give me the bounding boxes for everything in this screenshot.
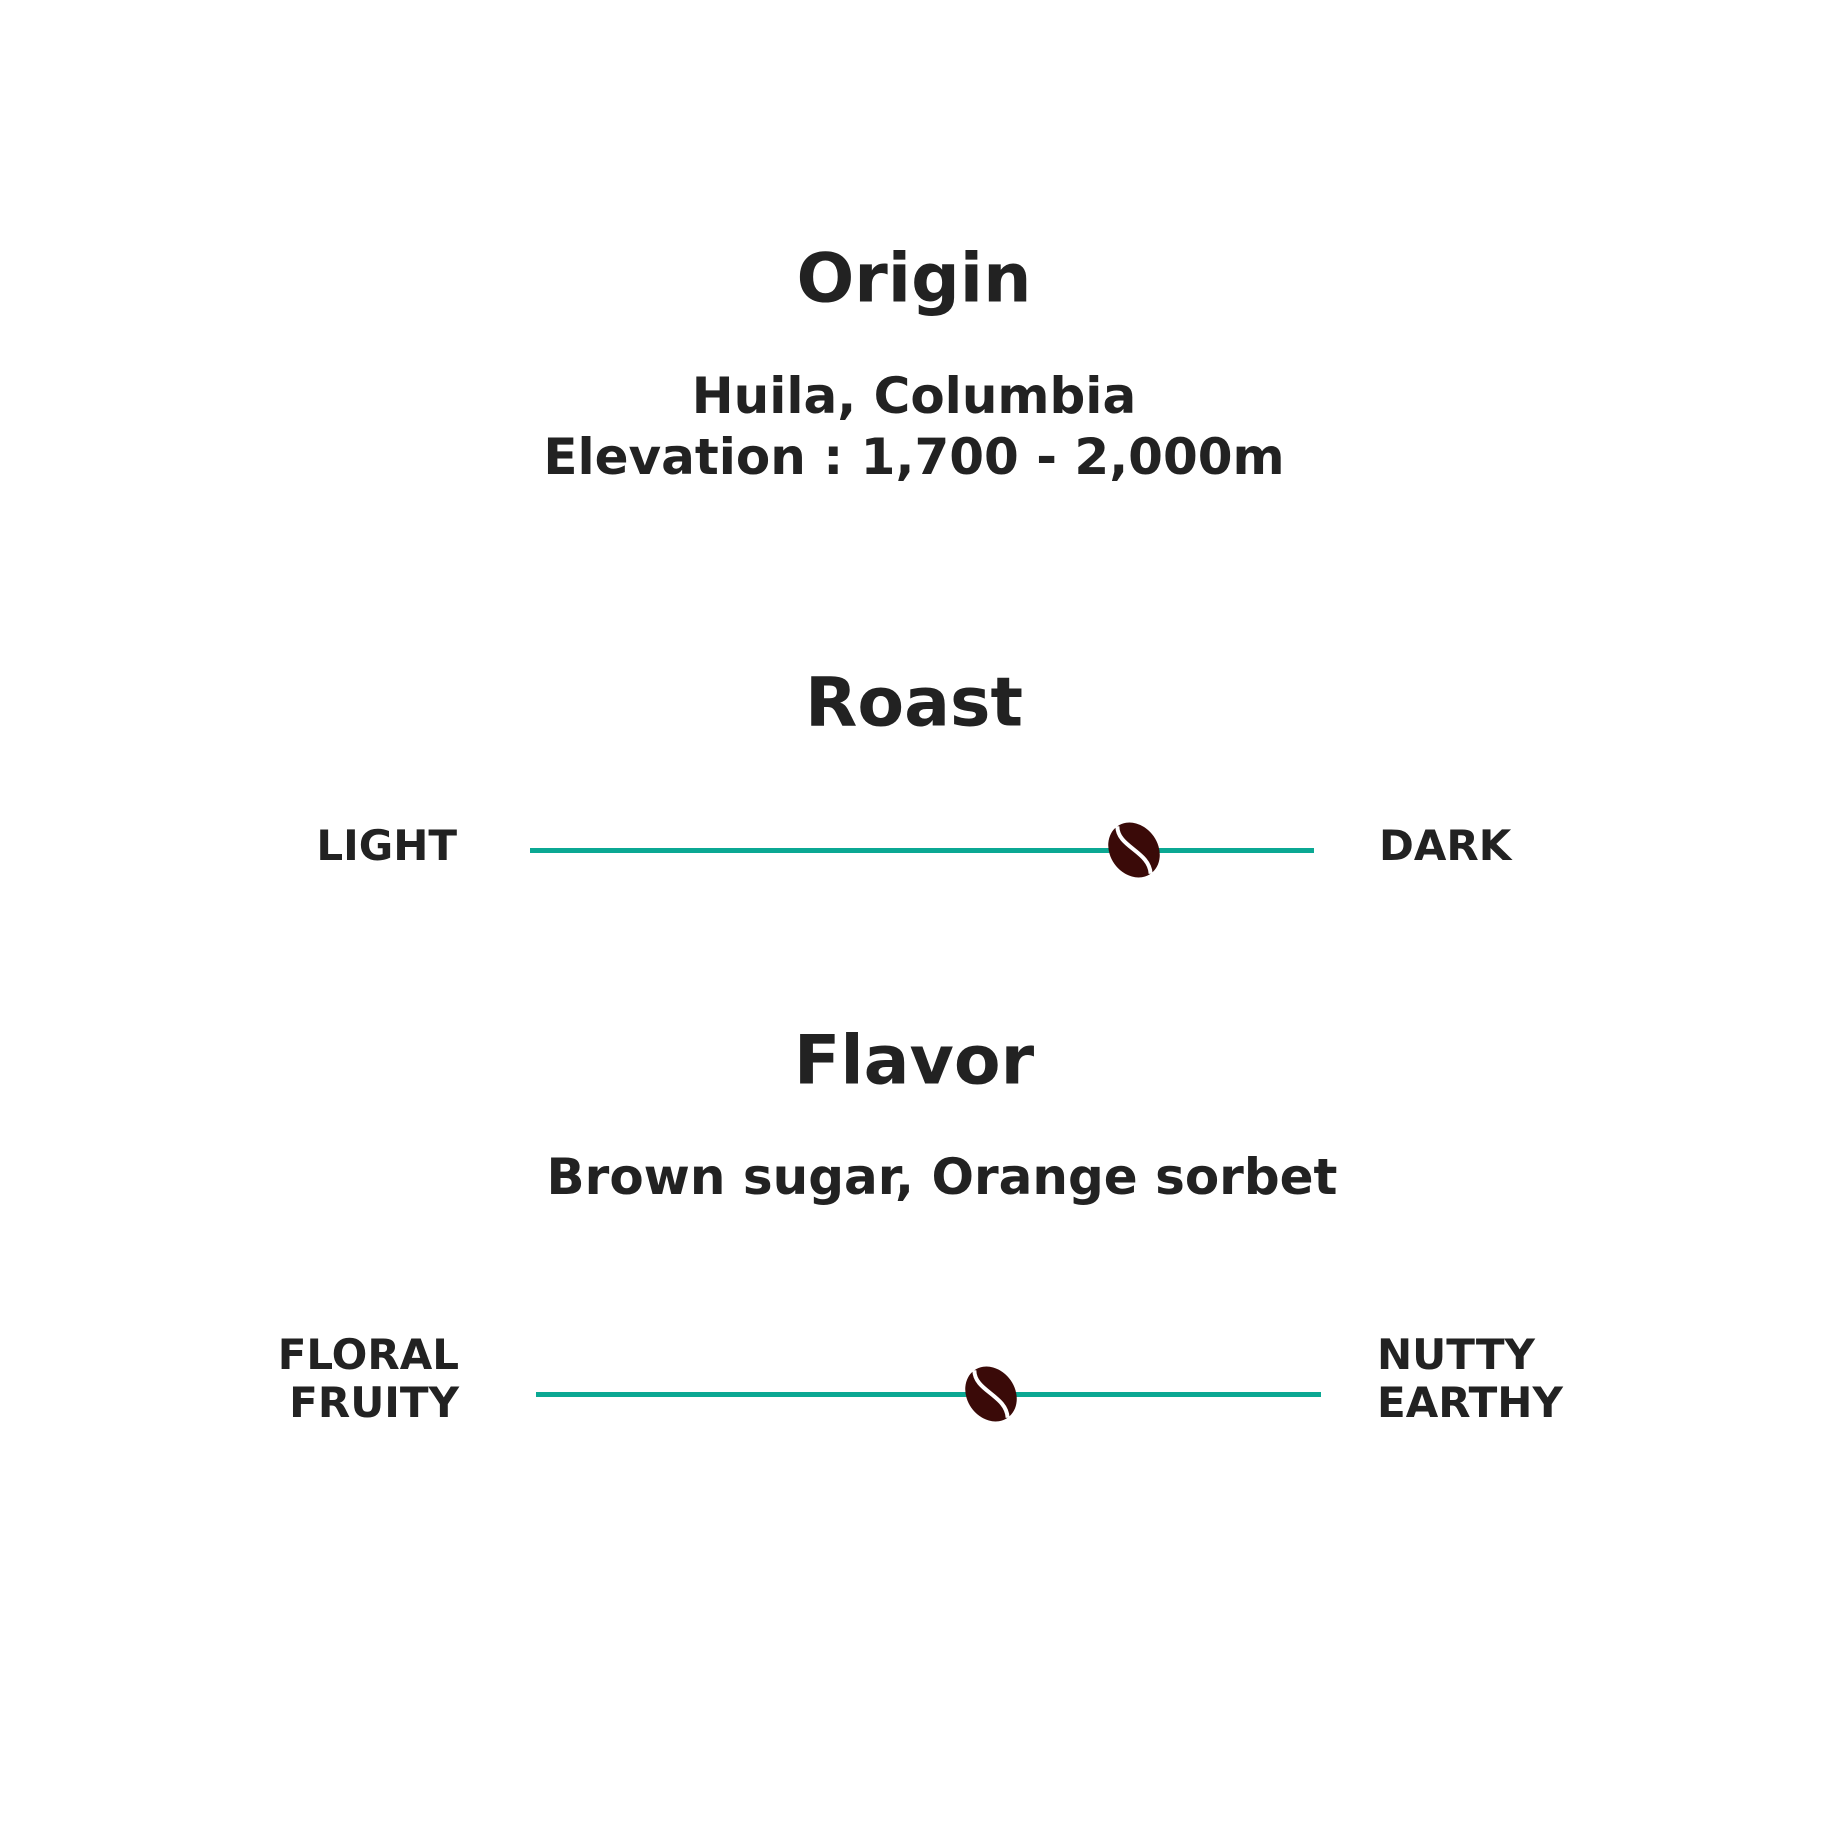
roast-scale-track [530, 848, 1314, 853]
flavor-notes: Brown sugar, Orange sorbet [546, 1148, 1338, 1206]
flavor-left-label-1: FLORAL [277, 1330, 459, 1379]
roast-left-label: LIGHT [316, 821, 457, 870]
flavor-heading: Flavor [793, 1021, 1035, 1101]
coffee-bean-icon [965, 1366, 1018, 1422]
origin-location: Huila, Columbia [691, 367, 1137, 425]
flavor-right-label-1: NUTTY [1377, 1330, 1535, 1379]
origin-heading: Origin [796, 239, 1032, 319]
roast-heading: Roast [805, 663, 1023, 743]
origin-elevation: Elevation : 1,700 - 2,000m [543, 428, 1285, 486]
coffee-bean-icon [1107, 822, 1160, 878]
flavor-right-label-2: EARTHY [1377, 1378, 1563, 1427]
flavor-scale-track [536, 1392, 1321, 1397]
flavor-left-label-2: FRUITY [289, 1378, 459, 1427]
roast-right-label: DARK [1379, 821, 1512, 870]
